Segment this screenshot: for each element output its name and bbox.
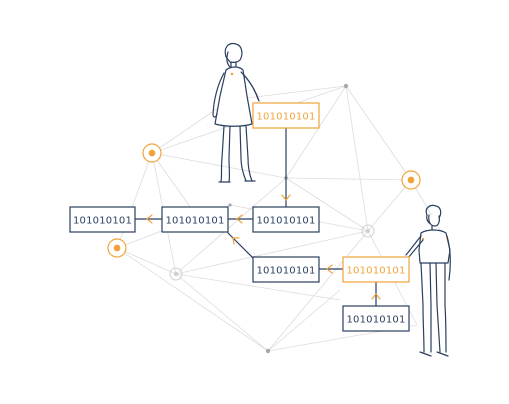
node-right: 101010101 xyxy=(342,256,410,283)
connector-lower-center-to-mid-center xyxy=(227,232,254,259)
node-left-label: 101010101 xyxy=(73,216,132,227)
node-mid-right: 101010101 xyxy=(252,206,320,233)
node-top-label: 101010101 xyxy=(256,112,315,123)
node-mid-center-label: 101010101 xyxy=(165,216,224,227)
man-figure-icon xyxy=(405,204,451,357)
arrowhead-diagonal xyxy=(232,237,240,245)
target-node-icon xyxy=(107,238,127,258)
target-node-icon xyxy=(401,170,421,190)
target-node-icon xyxy=(142,143,162,163)
node-right-label: 101010101 xyxy=(346,266,405,277)
arrowhead-up xyxy=(371,293,381,300)
network-dot xyxy=(228,203,232,207)
node-lower-center: 101010101 xyxy=(252,256,320,283)
arrowhead-left xyxy=(236,214,243,224)
connectors xyxy=(134,127,381,307)
node-mid-right-label: 101010101 xyxy=(256,216,315,227)
node-bottom: 101010101 xyxy=(342,305,410,332)
arrowhead-down xyxy=(281,194,291,201)
grey-target-icon xyxy=(361,224,375,238)
orange-targets xyxy=(107,143,421,258)
grey-targets xyxy=(169,224,375,281)
arrowhead-left xyxy=(146,214,153,224)
woman-figure-icon xyxy=(212,42,260,183)
node-top: 101010101 xyxy=(252,102,320,129)
node-lower-center-label: 101010101 xyxy=(256,266,315,277)
network-dots xyxy=(228,83,349,354)
arrowhead-left xyxy=(326,264,333,274)
node-left: 101010101 xyxy=(69,206,136,233)
node-bottom-label: 101010101 xyxy=(346,315,405,326)
network-dot xyxy=(343,83,349,89)
grey-target-icon xyxy=(169,267,183,281)
network-dot xyxy=(265,348,271,354)
node-mid-center: 101010101 xyxy=(161,206,229,233)
